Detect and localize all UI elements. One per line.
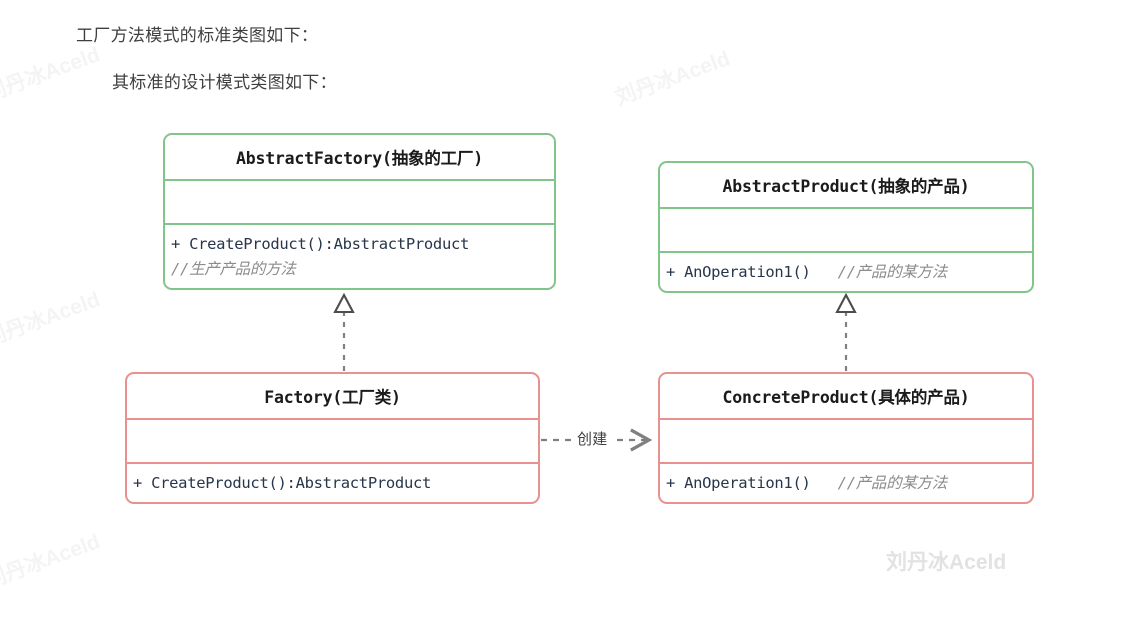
class-operations-factory: + CreateProduct():AbstractProduct: [127, 464, 538, 502]
operation-comment: //生产产品的方法: [171, 260, 296, 278]
class-divider: [127, 418, 538, 420]
class-operations-abstract-factory: + CreateProduct():AbstractProduct //生产产品…: [165, 225, 554, 288]
class-divider: [127, 462, 538, 464]
class-attributes-abstract-factory: [165, 181, 554, 223]
class-attributes-abstract-product: [660, 209, 1032, 251]
class-title-abstract-factory: AbstractFactory(抽象的工厂): [236, 149, 483, 168]
class-divider: [165, 223, 554, 225]
operation-signature: + AnOperation1(): [666, 474, 811, 492]
class-title-factory: Factory(工厂类): [264, 388, 401, 407]
class-box-abstract-product[interactable]: AbstractProduct(抽象的产品) + AnOperation1() …: [658, 161, 1034, 293]
operation-row: + AnOperation1() //产品的某方法: [666, 471, 1032, 496]
class-operations-abstract-product: + AnOperation1() //产品的某方法: [660, 253, 1032, 291]
class-divider: [660, 462, 1032, 464]
class-title-abstract-product: AbstractProduct(抽象的产品): [722, 177, 970, 196]
class-title-concrete-product: ConcreteProduct(具体的产品): [722, 388, 970, 407]
operation-comment: //产品的某方法: [837, 263, 948, 281]
operation-row: + CreateProduct():AbstractProduct: [171, 232, 554, 257]
operation-row: //生产产品的方法: [171, 257, 554, 282]
class-operations-concrete-product: + AnOperation1() //产品的某方法: [660, 464, 1032, 502]
operation-row: + AnOperation1() //产品的某方法: [666, 260, 1032, 285]
intro-line-1: 工厂方法模式的标准类图如下：: [76, 26, 319, 45]
class-divider: [660, 418, 1032, 420]
operation-row: + CreateProduct():AbstractProduct: [133, 471, 538, 496]
class-attributes-factory: [127, 420, 538, 462]
class-attributes-concrete-product: [660, 420, 1032, 462]
class-box-concrete-product[interactable]: ConcreteProduct(具体的产品) + AnOperation1() …: [658, 372, 1034, 504]
operation-signature: + CreateProduct():AbstractProduct: [171, 235, 470, 253]
edge-label-create: 创建: [575, 428, 610, 449]
operation-comment: //产品的某方法: [837, 474, 948, 492]
operation-signature: + CreateProduct():AbstractProduct: [133, 474, 432, 492]
class-divider: [660, 207, 1032, 209]
operation-signature: + AnOperation1(): [666, 263, 811, 281]
class-box-abstract-factory[interactable]: AbstractFactory(抽象的工厂) + CreateProduct()…: [163, 133, 556, 290]
class-divider: [660, 251, 1032, 253]
intro-line-2: 其标准的设计模式类图如下：: [112, 73, 337, 92]
class-divider: [165, 179, 554, 181]
edge-concreteproduct-realizes-abstractproduct: [835, 292, 857, 371]
edge-factory-realizes-abstractfactory: [333, 292, 355, 371]
class-box-factory[interactable]: Factory(工厂类) + CreateProduct():AbstractP…: [125, 372, 540, 504]
